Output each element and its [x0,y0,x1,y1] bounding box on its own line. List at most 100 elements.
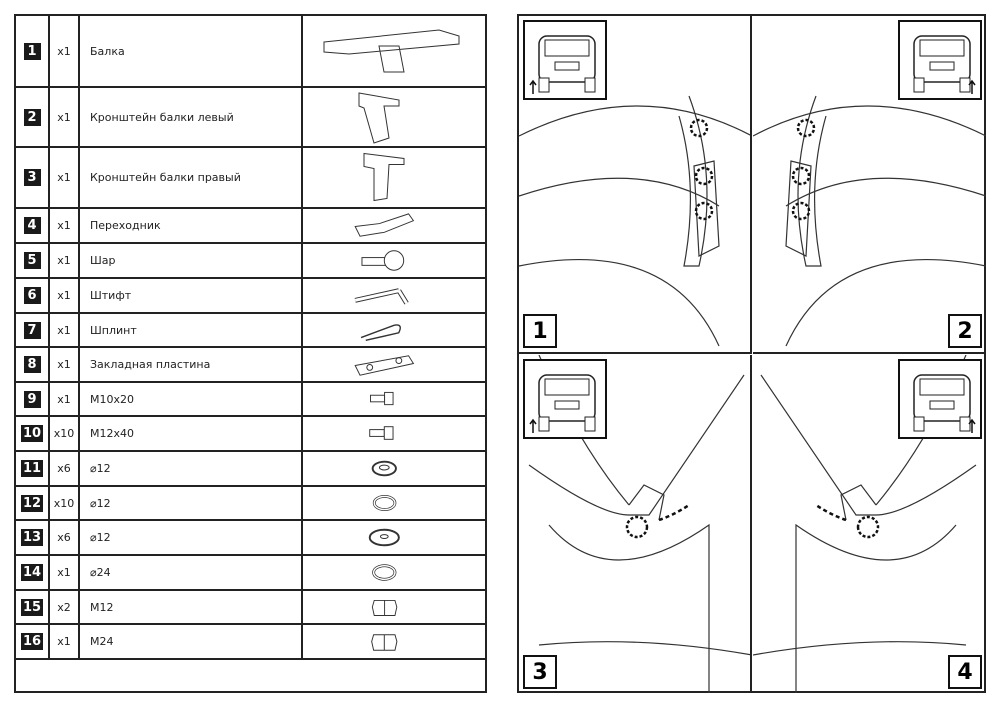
part-number: 6 [23,287,41,304]
nut-icon [371,634,398,651]
part-name: ⌀12 [80,452,303,485]
vehicle-rear-view-inset [898,20,982,100]
step-panel: 2 [753,16,986,354]
washer-icon [371,460,397,477]
part-row: 7 x1 Шплинт [16,314,485,348]
part-number-cell: 6 [16,279,50,312]
part-number-cell: 10 [16,417,50,450]
part-number-cell: 14 [16,556,50,589]
right-bracket-icon [363,152,405,202]
part-row: 4 x1 Переходник [16,209,485,244]
part-number: 13 [20,529,44,546]
part-number: 14 [20,564,44,581]
part-quantity: x1 [50,383,80,415]
cotter-pin-icon [360,324,401,342]
car-rear-icon [529,374,596,433]
part-quantity: x1 [50,16,80,86]
tow-beam-icon [323,29,460,73]
part-name: Балка [80,16,303,86]
part-row: 16 x1 M24 [16,625,485,660]
part-name: Штифт [80,279,303,312]
part-quantity: x1 [50,279,80,312]
part-name: Закладная пластина [80,348,303,381]
part-row: 9 x1 M10x20 [16,383,485,417]
step-panel: 3 [519,355,752,693]
part-number-cell: 4 [16,209,50,242]
car-rear-icon [913,374,976,433]
part-number: 7 [23,321,41,339]
part-name: M12x40 [80,417,303,450]
part-row: 6 x1 Штифт [16,279,485,314]
bolt-icon [369,426,394,440]
part-number-cell: 9 [16,383,50,415]
part-number-cell: 16 [16,625,50,658]
part-name: ⌀24 [80,556,303,589]
part-name: Кронштейн балки левый [80,88,303,146]
step-number: 4 [948,655,982,689]
part-number-cell: 8 [16,348,50,381]
parts-table: 1 x1 Балка 2 x1 Кронштейн балки левый 3 … [14,14,487,693]
car-rear-icon [529,35,596,94]
part-quantity: x1 [50,556,80,589]
part-row: 12 x10 ⌀12 [16,487,485,521]
nut-icon [371,599,398,616]
part-quantity: x1 [50,148,80,207]
tow-ball-icon [361,250,405,271]
step-number: 2 [948,314,982,348]
part-number: 1 [23,42,41,60]
large-washer-icon [368,528,400,547]
part-name: Шар [80,244,303,277]
part-name: Кронштейн балки правый [80,148,303,207]
part-row: 8 x1 Закладная пластина [16,348,485,383]
part-number-cell: 13 [16,521,50,554]
vehicle-illustration [519,95,750,347]
part-row: 2 x1 Кронштейн балки левый [16,88,485,148]
part-row: 11 x6 ⌀12 [16,452,485,487]
part-number-cell: 3 [16,148,50,207]
part-number-cell: 12 [16,487,50,519]
part-number: 8 [23,356,41,373]
part-row: 14 x1 ⌀24 [16,556,485,591]
part-name: Переходник [80,209,303,242]
part-number: 5 [23,252,41,269]
spring-washer-icon [372,495,397,511]
part-number: 12 [20,494,44,512]
part-number-cell: 5 [16,244,50,277]
part-number-cell: 2 [16,88,50,146]
spring-washer-icon [372,564,397,581]
part-number: 3 [23,169,41,186]
part-quantity: x6 [50,452,80,485]
part-number: 9 [23,390,41,408]
part-number: 10 [20,425,44,442]
vehicle-illustration [753,95,986,347]
part-row: 15 x2 M12 [16,591,485,625]
part-name: Шплинт [80,314,303,346]
part-name: ⌀12 [80,487,303,519]
part-quantity: x1 [50,625,80,658]
step-number: 3 [523,655,557,689]
part-number: 11 [20,460,44,477]
step-number: 1 [523,314,557,348]
bolt-icon [370,391,394,406]
part-number-cell: 11 [16,452,50,485]
part-name: M12 [80,591,303,623]
part-quantity: x1 [50,209,80,242]
part-quantity: x10 [50,487,80,519]
installation-steps: 1 2 3 4 [517,14,986,693]
step-panel: 1 [519,16,752,354]
part-number: 2 [23,108,41,126]
part-number-cell: 15 [16,591,50,623]
adapter-icon [354,213,415,237]
part-name: M24 [80,625,303,658]
part-quantity: x1 [50,314,80,346]
pin-icon [354,288,409,305]
part-row: 10 x10 M12x40 [16,417,485,452]
part-quantity: x10 [50,417,80,450]
part-quantity: x1 [50,244,80,277]
part-row: 13 x6 ⌀12 [16,521,485,556]
part-number-cell: 1 [16,16,50,86]
part-quantity: x2 [50,591,80,623]
part-number: 15 [20,598,44,616]
part-quantity: x1 [50,348,80,381]
part-number: 16 [20,633,44,650]
